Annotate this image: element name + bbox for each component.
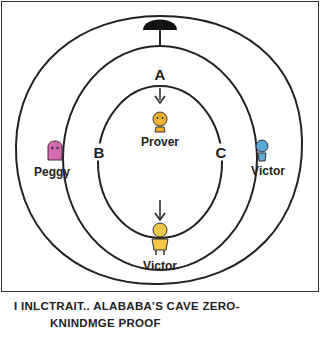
path-letter: B <box>92 144 107 161</box>
arrow-line <box>159 88 161 100</box>
caption: I INLCTRAIT.. ALABABA'S CAVE ZERO-KNINDM… <box>14 298 300 332</box>
figure-name: Prover <box>139 135 181 149</box>
peggy-figure <box>48 141 62 160</box>
victor-figure <box>256 140 268 161</box>
figure-name: Victor <box>141 259 179 273</box>
cave-outline <box>16 16 302 284</box>
arrow-head <box>155 96 165 103</box>
path-letter: C <box>214 144 229 161</box>
inner-tunnel <box>98 86 222 238</box>
cave-entrance <box>143 20 177 31</box>
arrow-line <box>159 200 161 218</box>
outer-tunnel <box>63 46 257 270</box>
path-letter: A <box>153 66 168 83</box>
arrow-head <box>155 213 165 220</box>
victor-figure <box>152 223 168 255</box>
entrance-path <box>159 30 161 46</box>
frame <box>2 2 319 292</box>
figure-name: Peggy <box>32 165 72 179</box>
figure-name: Victor <box>249 164 287 178</box>
prover-figure <box>153 112 167 132</box>
